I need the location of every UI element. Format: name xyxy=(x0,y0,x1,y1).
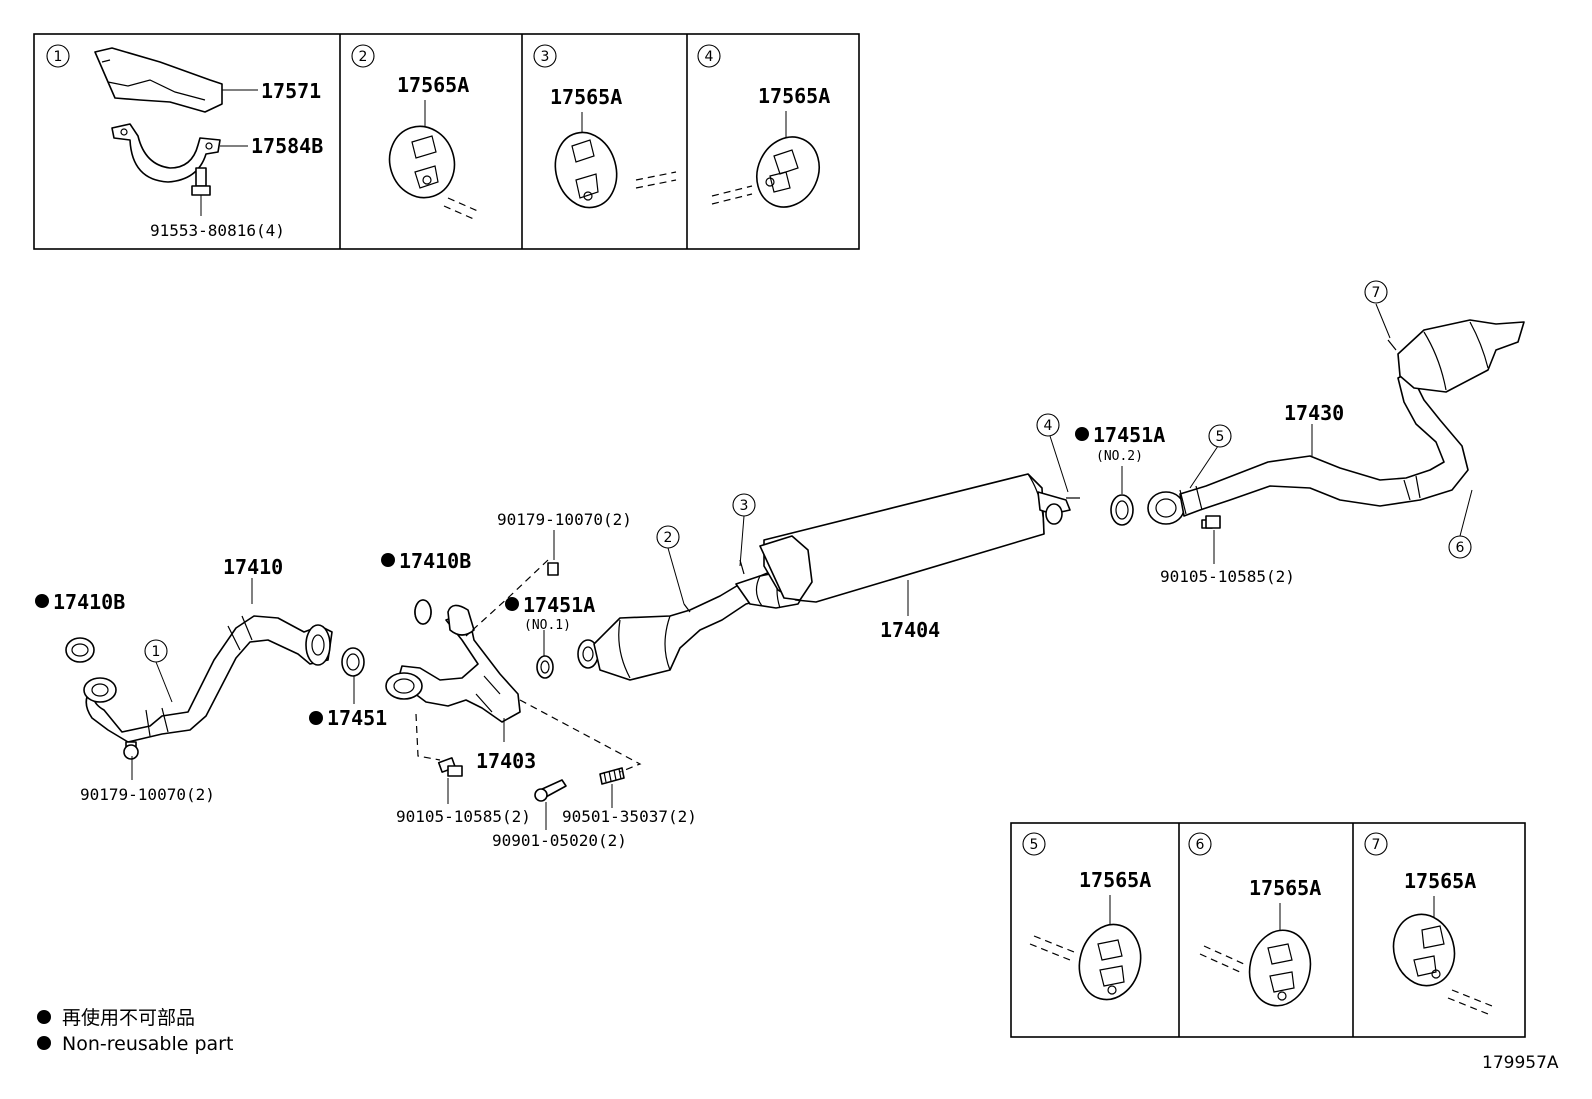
legend: 再使用不可部品 Non-reusable part xyxy=(37,1007,233,1055)
part-label-17565A: 17565A xyxy=(550,85,622,109)
part-label-17410B-mid: 17410B xyxy=(399,549,471,573)
box-number: 3 xyxy=(541,49,550,65)
callout-circle xyxy=(656,525,680,549)
detail-box-5: 5 17565A xyxy=(1022,832,1151,1001)
gasket-ring-17451A-no2 xyxy=(1110,494,1134,526)
gasket-ring-17410B-mid xyxy=(414,599,432,625)
callout-circle xyxy=(1208,424,1232,448)
part-label-90901: 90901-05020(2) xyxy=(492,831,627,850)
part-label-90105-mid: 90105-10585(2) xyxy=(396,807,531,826)
callout-circle xyxy=(144,639,168,663)
callout-4: 4 xyxy=(1044,418,1053,434)
part-labels: 17410 17410B 17410B 17451 17403 17451A (… xyxy=(35,401,1344,850)
rubber-hanger-icon xyxy=(1392,913,1456,987)
long-bolt-icon xyxy=(534,779,567,802)
bolt-icon xyxy=(123,741,139,760)
legend-english: Non-reusable part xyxy=(62,1033,233,1055)
callout-2: 2 xyxy=(664,530,673,546)
gasket-ring-17451 xyxy=(341,647,365,677)
bracket-part xyxy=(111,123,221,183)
part-sublabel-no1: (NO.1) xyxy=(524,618,571,633)
non-reusable-dot-icon xyxy=(35,594,49,608)
front-pipe-17403 xyxy=(385,559,642,802)
callout-circle xyxy=(1364,280,1388,304)
detail-box-4: 4 17565A xyxy=(697,44,830,208)
detail-frame-bottom xyxy=(1010,822,1526,1038)
part-label-17584B: 17584B xyxy=(251,134,323,158)
part-label-90105-right: 90105-10585(2) xyxy=(1160,567,1295,586)
gasket-ring-17451A-no1 xyxy=(536,655,554,679)
part-label-90501: 90501-35037(2) xyxy=(562,807,697,826)
detail-box-3: 3 17565A xyxy=(533,44,677,209)
box-number: 2 xyxy=(359,49,368,65)
bolt-icon xyxy=(437,757,463,777)
non-reusable-dot-icon xyxy=(1075,427,1089,441)
bolt-icon xyxy=(547,562,559,576)
center-pipe-17404 xyxy=(577,473,1080,681)
part-label-17565A: 17565A xyxy=(1079,868,1151,892)
rubber-hanger-icon xyxy=(1078,923,1142,1001)
part-label-90179-left: 90179-10070(2) xyxy=(80,785,215,804)
rubber-hanger-icon xyxy=(388,125,456,199)
part-sublabel-no2: (NO.2) xyxy=(1096,449,1143,464)
detail-box-1: 1 17571 17584B 91553-80816(4) xyxy=(46,44,323,240)
non-reusable-dot-icon xyxy=(37,1010,51,1024)
detail-box-6: 6 17565A xyxy=(1188,832,1321,1007)
box-number: 6 xyxy=(1196,837,1205,853)
non-reusable-dot-icon xyxy=(37,1036,51,1050)
rubber-hanger-icon xyxy=(554,131,618,209)
diagram-code: 179957A xyxy=(1482,1053,1559,1073)
part-label-17451A-no1: 17451A xyxy=(523,593,595,617)
part-label-91553: 91553-80816(4) xyxy=(150,221,285,240)
detail-frame-top xyxy=(33,33,860,250)
detail-box-row-bottom xyxy=(1010,822,1526,1038)
callout-1: 1 xyxy=(152,644,161,660)
part-label-17404: 17404 xyxy=(880,618,940,642)
box-number: 5 xyxy=(1030,837,1039,853)
callout-markers: 1 2 3 4 5 6 7 xyxy=(144,280,1472,663)
legend-japanese: 再使用不可部品 xyxy=(62,1007,195,1029)
part-label-17565A: 17565A xyxy=(1249,876,1321,900)
callout-6: 6 xyxy=(1456,540,1465,556)
part-label-17565A: 17565A xyxy=(397,73,469,97)
part-label-17571: 17571 xyxy=(261,79,321,103)
front-pipe-17410 xyxy=(83,615,333,760)
heat-insulator-part xyxy=(94,47,223,113)
callout-circle xyxy=(732,493,756,517)
leader-lines xyxy=(131,303,1473,830)
part-label-17451: 17451 xyxy=(327,706,387,730)
part-label-17430: 17430 xyxy=(1284,401,1344,425)
callout-circle xyxy=(1036,413,1060,437)
detail-box-7: 7 17565A xyxy=(1364,832,1493,1015)
non-reusable-dot-icon xyxy=(309,711,323,725)
part-label-17410B-left: 17410B xyxy=(53,590,125,614)
non-reusable-dot-icon xyxy=(505,597,519,611)
bolt-icon xyxy=(1201,515,1221,529)
part-label-17565A: 17565A xyxy=(1404,869,1476,893)
non-reusable-dot-icon xyxy=(381,553,395,567)
part-label-17403: 17403 xyxy=(476,749,536,773)
callout-5: 5 xyxy=(1216,429,1225,445)
rubber-hanger-icon xyxy=(756,136,820,208)
gasket-ring-17410B-left xyxy=(65,637,95,663)
box-number: 7 xyxy=(1372,837,1381,853)
callout-circle xyxy=(1448,535,1472,559)
tail-pipe-17430 xyxy=(1147,319,1525,529)
callout-7: 7 xyxy=(1372,285,1381,301)
box-number: 4 xyxy=(705,49,714,65)
spring-icon xyxy=(599,767,625,785)
part-label-90179-top: 90179-10070(2) xyxy=(497,510,632,529)
rubber-hanger-icon xyxy=(1248,929,1312,1007)
part-label-17451A-no2: 17451A xyxy=(1093,423,1165,447)
part-label-17565A: 17565A xyxy=(758,84,830,108)
callout-3: 3 xyxy=(740,498,749,514)
part-label-17410: 17410 xyxy=(223,555,283,579)
box-number: 1 xyxy=(54,49,63,65)
detail-box-row-top xyxy=(33,33,860,250)
detail-box-2: 2 17565A xyxy=(351,44,481,221)
